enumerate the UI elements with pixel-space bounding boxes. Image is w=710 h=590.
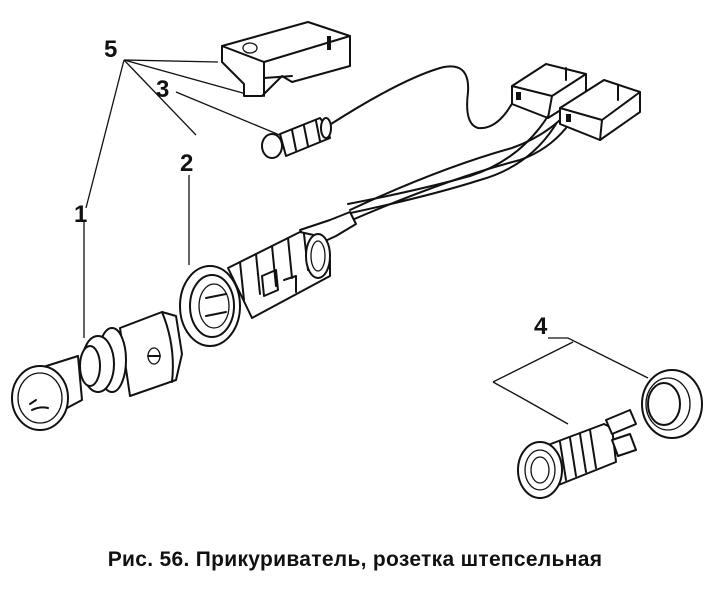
figure-caption: Рис. 56. Прикуриватель, розетка штепсель… [107,548,603,571]
ring-nut [641,369,703,439]
label-2: 2 [180,150,193,177]
exploded-diagram: 5 3 2 1 4 [11,21,703,499]
label-5: 5 [104,36,117,63]
lighter-plug [11,311,183,431]
lighter-socket [179,211,357,347]
wire-connectors [511,63,641,141]
socket-wires [345,115,567,221]
label-1: 1 [74,201,87,228]
plug-socket [517,409,637,499]
leader-lines [83,59,649,425]
label-3: 3 [156,76,169,103]
lamp-bulb [261,65,515,159]
lamp-shade [221,21,351,97]
label-4: 4 [534,313,548,340]
